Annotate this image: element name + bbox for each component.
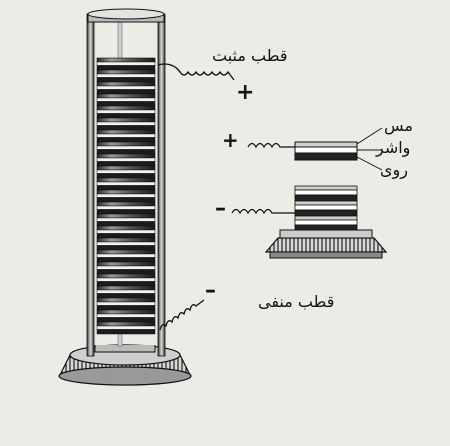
- disc-cell: [96, 153, 156, 167]
- disc-cell: [96, 117, 156, 131]
- disc-cell: [96, 93, 156, 107]
- zinc-label: روی: [380, 160, 408, 179]
- disc-stack: [96, 57, 156, 335]
- pile-cap: [87, 8, 165, 23]
- small-pile-layer: [294, 209, 358, 217]
- disc-cell: [96, 297, 156, 311]
- small-pile-layer: [294, 189, 358, 196]
- disc-cell: [96, 201, 156, 215]
- small-pile-layer: [294, 215, 358, 221]
- small-pile-layer: [294, 185, 358, 191]
- disc-cell: [96, 189, 156, 203]
- positive-pole-label: قطب مثبت: [212, 46, 288, 65]
- disc-cell: [96, 141, 156, 155]
- cell-layers-detail: [247, 127, 383, 171]
- small-pile-layer: [294, 204, 358, 211]
- small-pile-layer: [294, 219, 358, 226]
- disc-cell: [96, 273, 156, 287]
- small-pile-layer: [294, 200, 358, 206]
- small-pile-layer: [294, 224, 358, 231]
- disc-cell: [96, 249, 156, 263]
- disc-cell: [96, 165, 156, 179]
- negative-wire: [159, 299, 205, 331]
- disc-cell: [96, 321, 156, 335]
- disc-cell: [96, 57, 156, 71]
- small-pile-detail: [231, 185, 388, 259]
- disc-cell: [96, 225, 156, 239]
- disc-cell: [96, 309, 156, 323]
- detail-negative-sign: –: [215, 196, 226, 221]
- disc-cell: [96, 213, 156, 227]
- negative-pole-label: قطب منفی: [258, 292, 335, 311]
- disc-cell: [96, 69, 156, 83]
- detail-positive-sign: +: [222, 128, 239, 152]
- small-pile-layer: [294, 194, 358, 202]
- disc-cell: [96, 81, 156, 95]
- pile-base: [58, 344, 192, 386]
- positive-sign: +: [236, 80, 255, 105]
- disc-cell: [96, 129, 156, 143]
- washer-label: واشر: [376, 138, 411, 157]
- disc-cell: [96, 237, 156, 251]
- disc-cell: [96, 105, 156, 119]
- negative-sign: –: [205, 278, 216, 303]
- disc-cell: [96, 261, 156, 275]
- positive-wire: [157, 63, 235, 81]
- disc-cell: [96, 285, 156, 299]
- copper-label: مس: [384, 116, 413, 135]
- disc-cell: [96, 177, 156, 191]
